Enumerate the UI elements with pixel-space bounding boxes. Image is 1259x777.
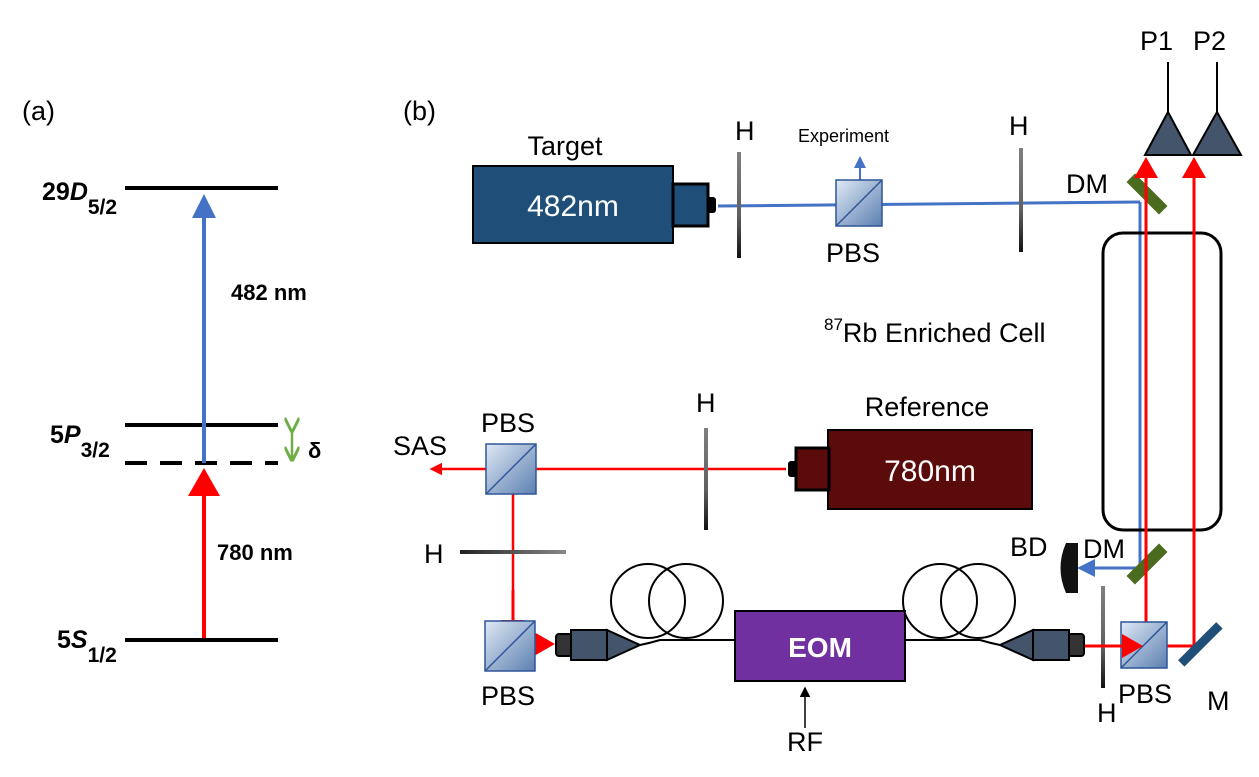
- mirror-m: [1178, 622, 1223, 667]
- panel-a-label: (a): [22, 96, 55, 126]
- half-waveplate-1: [737, 152, 741, 258]
- reference-laser-head: [794, 446, 831, 492]
- level-29d-label: 29D5/2: [42, 178, 117, 219]
- half-waveplate-3: [704, 428, 708, 530]
- detuning-label: δ: [308, 438, 321, 463]
- level-5p-label: 5P3/2: [50, 421, 110, 462]
- panel-a: (a) 29D5/2 5P3/2 5S1/2 482 nm 780 nm δ: [22, 96, 321, 667]
- bd-label: BD: [1010, 532, 1048, 562]
- blue-beam-top: [717, 200, 1141, 208]
- reference-title: Reference: [865, 392, 990, 422]
- photodiode-p2: [1191, 109, 1243, 156]
- eom: [734, 610, 906, 682]
- pbs-reference-label: PBS: [481, 408, 535, 438]
- level-5s-label: 5S1/2: [57, 626, 117, 667]
- half-waveplate-4: [1101, 586, 1105, 688]
- cell-label: 87Rb Enriched Cell: [824, 315, 1046, 348]
- pbs-reference: [485, 443, 537, 495]
- rf-label: RF: [787, 727, 823, 757]
- waveplate-5-label: H: [424, 539, 444, 569]
- fiber-right: [902, 563, 1016, 646]
- wavelength-482-label: 482 nm: [231, 280, 307, 305]
- pbs-top: [835, 179, 883, 227]
- target-laser: [472, 165, 674, 244]
- eom-label: EOM: [788, 632, 852, 663]
- reference-laser: [827, 429, 1033, 510]
- p1-label: P1: [1140, 26, 1173, 56]
- mirror-label: M: [1207, 686, 1230, 716]
- beam-dump: [1060, 543, 1078, 593]
- experiment-label: Experiment: [798, 126, 889, 146]
- half-waveplate-2: [1019, 148, 1023, 252]
- dm-top-label: DM: [1066, 169, 1108, 199]
- pbs-right-label: PBS: [1118, 679, 1172, 709]
- reference-wavelength: 780nm: [884, 455, 976, 488]
- waveplate-2-label: H: [1009, 111, 1029, 141]
- target-wavelength: 482nm: [527, 190, 619, 223]
- target-laser-aperture: [707, 197, 716, 213]
- panel-b-label: (b): [403, 96, 436, 126]
- photodiode-p1: [1143, 109, 1193, 156]
- sas-label: SAS: [393, 431, 447, 461]
- pbs-top-label: PBS: [826, 238, 880, 268]
- target-laser-head: [671, 182, 710, 228]
- waveplate-3-label: H: [696, 388, 716, 418]
- pbs-bottom-left-label: PBS: [481, 681, 535, 711]
- waveplate-1-label: H: [735, 116, 755, 146]
- fiber-coupler-right: [997, 628, 1085, 662]
- p2-label: P2: [1193, 26, 1226, 56]
- dm-bottom-label: DM: [1083, 534, 1125, 564]
- reference-laser-aperture: [788, 461, 797, 477]
- wavelength-780-label: 780 nm: [217, 540, 293, 565]
- fiber-coupler-left: [555, 628, 643, 662]
- waveplate-4-label: H: [1097, 698, 1117, 728]
- target-title: Target: [527, 131, 603, 161]
- half-waveplate-5: [460, 550, 566, 554]
- panel-b: (b) 482nm Target H H PBS Experiment DM D…: [393, 26, 1243, 757]
- rb-vapor-cell: [1101, 231, 1223, 532]
- fiber-left: [610, 563, 735, 646]
- pbs-bottom-left: [484, 620, 536, 672]
